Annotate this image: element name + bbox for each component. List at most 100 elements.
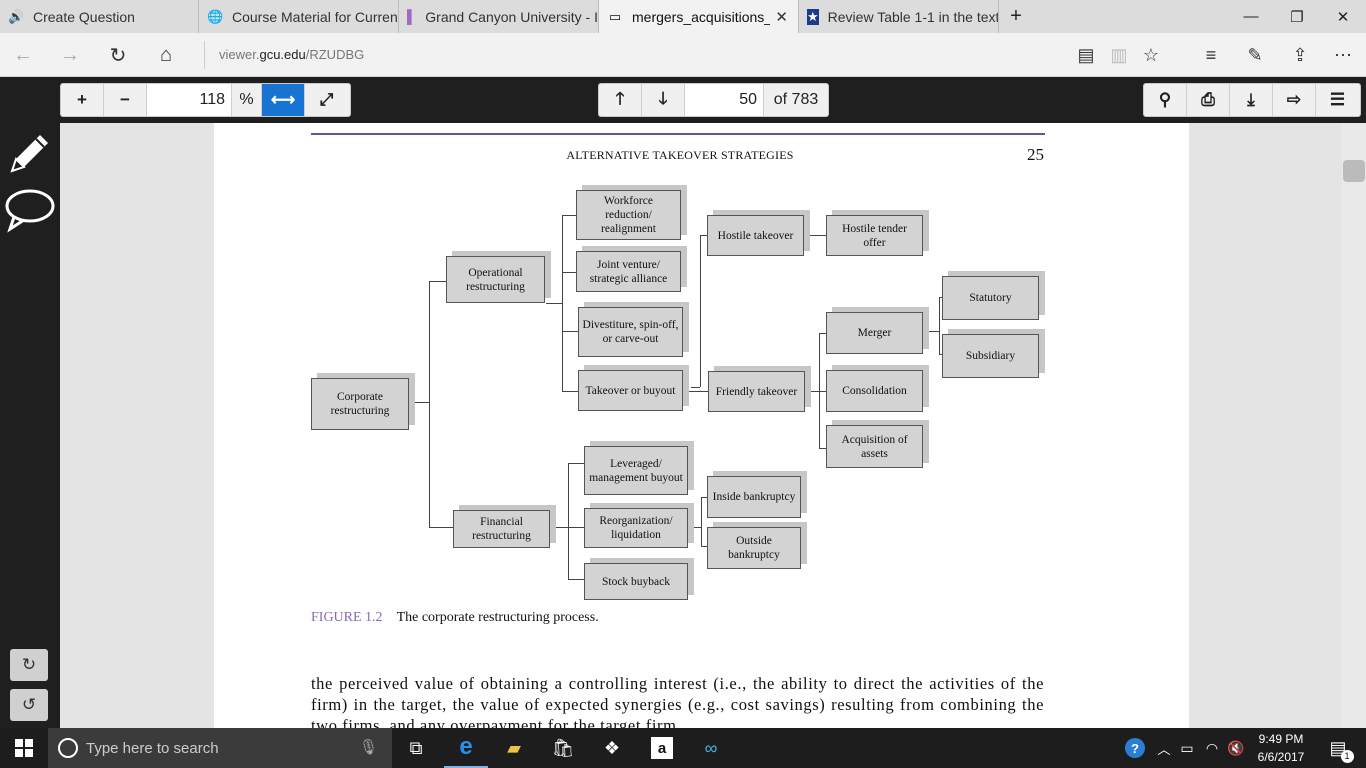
rotate-clockwise-icon[interactable]: ↻ <box>10 649 48 681</box>
book-view-icon[interactable]: ▥ <box>1110 44 1128 65</box>
minimize-button[interactable]: — <box>1243 8 1259 25</box>
rotate-counterclockwise-icon[interactable]: ↺ <box>10 689 48 721</box>
forward-button[interactable]: → <box>60 43 80 66</box>
favorite-star-icon[interactable]: ☆ <box>1142 44 1160 65</box>
volume-muted-icon[interactable]: 🔇 <box>1227 739 1245 756</box>
connector <box>701 497 702 546</box>
dropbox-icon[interactable]: ❖ <box>603 737 621 758</box>
arduino-icon[interactable]: ∞ <box>704 737 718 758</box>
wifi-icon[interactable]: ◠ <box>1205 739 1219 756</box>
zoom-out-button[interactable]: − <box>104 84 147 116</box>
zoom-controls: + − 118 % ⟷ ⤢ <box>60 83 351 117</box>
connector <box>550 527 568 528</box>
tab-review-table[interactable]: ★ Review Table 1-1 in the text <box>799 0 999 33</box>
figure-caption: FIGURE 1.2 The corporate restructuring pr… <box>311 610 599 626</box>
refresh-button[interactable]: ↻ <box>109 44 127 67</box>
back-button[interactable]: ← <box>13 43 33 66</box>
connector <box>688 527 701 528</box>
hub-icon[interactable]: ≡ <box>1205 44 1217 65</box>
url-field[interactable]: viewer.gcu.edu/RZUDBG <box>204 41 604 69</box>
previous-page-button[interactable]: 🡑 <box>599 84 642 116</box>
new-tab-button[interactable]: + <box>1010 5 1022 27</box>
home-button[interactable]: ⌂ <box>159 43 173 66</box>
comment-icon[interactable] <box>4 185 56 233</box>
next-page-button[interactable]: 🡓 <box>642 84 685 116</box>
connector <box>805 391 819 392</box>
fit-width-icon[interactable]: ⟷ <box>262 84 305 116</box>
node-statutory: Statutory <box>942 276 1039 320</box>
start-button[interactable] <box>0 728 48 768</box>
connector <box>804 235 826 236</box>
microphone-icon[interactable]: 🎙 <box>358 739 378 756</box>
connector <box>562 391 578 392</box>
print-icon[interactable]: ⎙ <box>1187 84 1230 116</box>
connector <box>683 391 708 392</box>
tab-mergers-acquisitions[interactable]: ▭ mergers_acquisitions_ar ✕ <box>599 0 799 33</box>
connector <box>939 297 940 354</box>
connector <box>701 546 707 547</box>
cortana-circle-icon <box>58 738 78 758</box>
figure-label: FIGURE 1.2 <box>311 610 383 625</box>
store-icon[interactable]: 🛍 <box>551 737 575 758</box>
tab-gcu[interactable]: ▌ Grand Canyon University - I <box>399 0 599 33</box>
scrollbar-thumb[interactable] <box>1343 160 1365 182</box>
speaker-icon: 🔊 <box>8 8 25 24</box>
pencil-icon[interactable] <box>6 127 54 175</box>
connector <box>701 497 707 498</box>
body-text: the perceived value of obtaining a contr… <box>311 674 1044 728</box>
viewer-toolbar: + − 118 % ⟷ ⤢ 🡑 🡓 50 of 783 ⚲ ⎙ ⤓ ⇨ ☰ <box>0 77 1366 123</box>
tab-label: Create Question <box>33 8 135 25</box>
node-merger: Merger <box>826 312 923 354</box>
system-clock[interactable]: 9:49 PM 6/6/2017 <box>1248 730 1314 766</box>
connector <box>819 448 826 449</box>
edge-icon[interactable]: e <box>444 728 488 768</box>
figure-caption-text: The corporate restructuring process. <box>396 610 599 625</box>
connector <box>562 215 576 216</box>
page-number: 25 <box>1027 145 1044 164</box>
node-subsidiary: Subsidiary <box>942 334 1039 378</box>
close-tab-icon[interactable]: ✕ <box>775 9 788 26</box>
connector <box>700 235 707 236</box>
more-icon[interactable]: ⋯ <box>1334 44 1352 65</box>
node-outside-bankruptcy: Outside bankruptcy <box>707 527 801 569</box>
book-icon: ▌ <box>407 8 417 24</box>
connector <box>562 272 576 273</box>
zoom-input[interactable]: 118 <box>147 84 232 116</box>
taskbar: Type here to search 🎙 ⧉ e ▰ 🛍 ❖ a ∞ ? ︿ … <box>0 728 1366 768</box>
node-divestiture: Divestiture, spin-off, or carve-out <box>578 307 683 357</box>
file-explorer-icon[interactable]: ▰ <box>507 737 521 758</box>
present-icon[interactable]: ⇨ <box>1273 84 1316 116</box>
zoom-in-button[interactable]: + <box>61 84 104 116</box>
amazon-icon[interactable]: a <box>640 728 684 768</box>
connector <box>429 527 453 528</box>
tab-bar: 🔊 Create Question 🌐 Course Material for … <box>0 0 1366 33</box>
connector <box>923 331 939 332</box>
action-center-icon[interactable]: ▤1 <box>1318 728 1358 768</box>
task-view-icon[interactable]: ⧉ <box>409 737 423 758</box>
url-path: /RZUDBG <box>305 47 365 62</box>
node-acquisition-of-assets: Acquisition of assets <box>826 425 923 468</box>
tab-create-question[interactable]: 🔊 Create Question <box>0 0 199 33</box>
page-number-input[interactable]: 50 <box>685 84 764 116</box>
battery-icon[interactable]: ▭ <box>1180 739 1194 756</box>
restore-button[interactable]: ❐ <box>1290 8 1304 26</box>
vertical-scrollbar[interactable] <box>1342 123 1366 728</box>
search-icon[interactable]: ⚲ <box>1144 84 1187 116</box>
address-bar: ← → ↻ ⌂ viewer.gcu.edu/RZUDBG ▤ ▥ ☆ ≡ ✎ … <box>0 33 1366 77</box>
chevron-up-icon[interactable]: ︿ <box>1157 741 1171 757</box>
help-icon[interactable]: ? <box>1120 728 1150 768</box>
node-inside-bankruptcy: Inside bankruptcy <box>707 476 801 518</box>
reading-view-icon[interactable]: ▤ <box>1077 44 1095 65</box>
tab-course-material[interactable]: 🌐 Course Material for Current <box>199 0 399 33</box>
taskbar-search[interactable]: Type here to search 🎙 <box>48 728 392 768</box>
node-hostile-tender-offer: Hostile tender offer <box>826 215 923 256</box>
download-icon[interactable]: ⤓ <box>1230 84 1273 116</box>
close-window-button[interactable]: ✕ <box>1336 8 1350 26</box>
menu-icon[interactable]: ☰ <box>1329 90 1346 109</box>
tab-label: Course Material for Current <box>232 8 399 25</box>
node-consolidation: Consolidation <box>826 370 923 412</box>
web-note-icon[interactable]: ✎ <box>1247 44 1263 65</box>
share-icon[interactable]: ⇪ <box>1292 44 1308 65</box>
pdf-viewer: + − 118 % ⟷ ⤢ 🡑 🡓 50 of 783 ⚲ ⎙ ⤓ ⇨ ☰ <box>0 77 1366 728</box>
fullscreen-icon[interactable]: ⤢ <box>319 90 334 109</box>
